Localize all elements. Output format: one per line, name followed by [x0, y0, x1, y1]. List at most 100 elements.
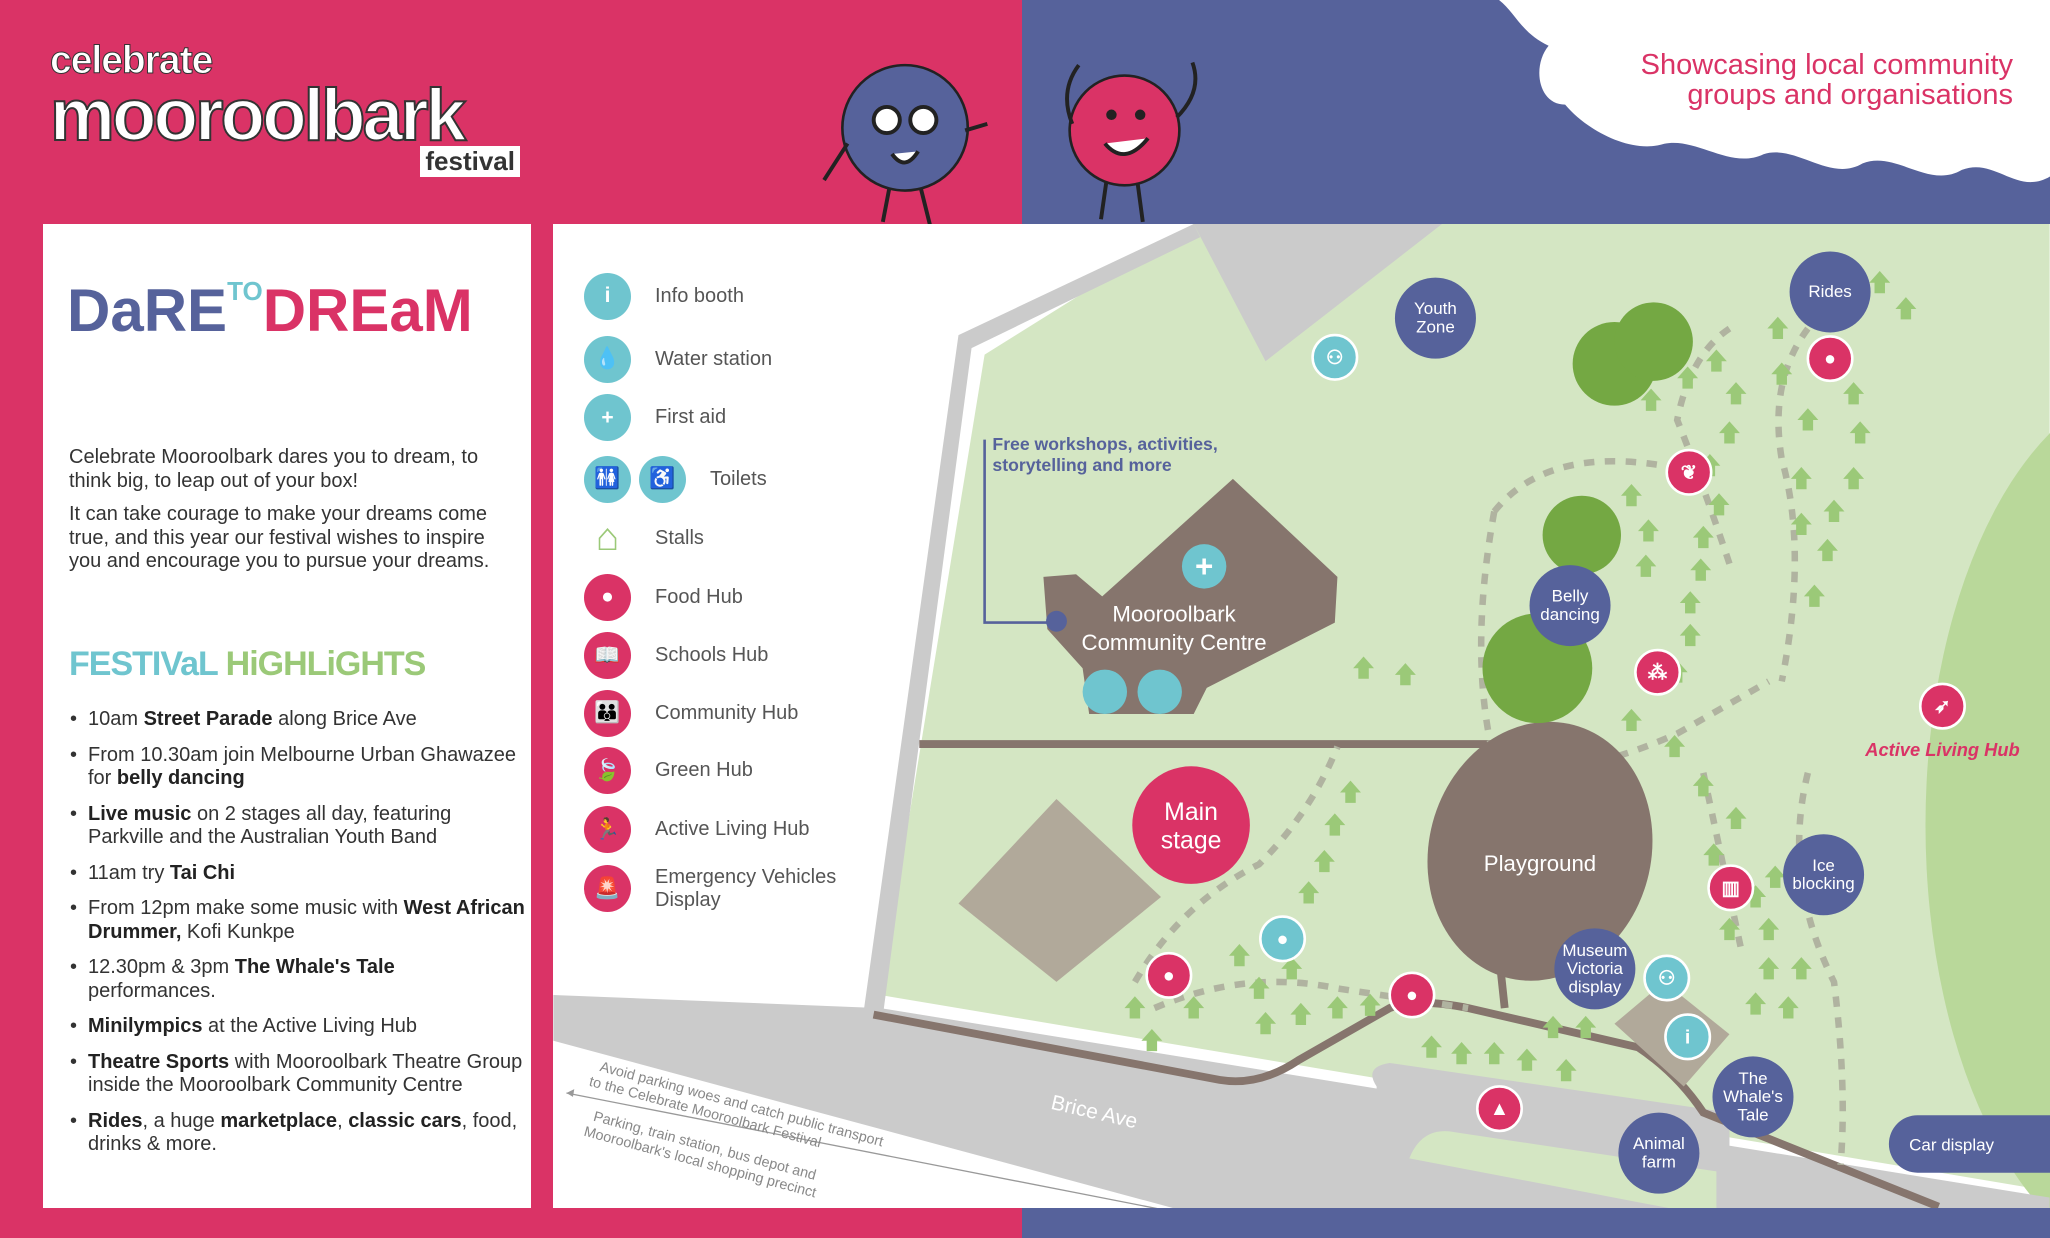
highlight-text: Tai Chi: [169, 861, 236, 884]
highlight-text: West African Drummer,: [88, 897, 525, 943]
toilets-icon[interactable]: ⚇: [1311, 333, 1359, 381]
location-rides[interactable]: Rides: [1789, 251, 1871, 333]
location-label: dancing: [1540, 605, 1599, 624]
grey-building: [958, 798, 1162, 982]
intro-paragraph: Celebrate Mooroolbark dares you to dream…: [69, 446, 479, 492]
book-icon: 📖: [584, 632, 631, 680]
stall-icon: [1758, 957, 1780, 980]
apple-icon[interactable]: ●: [1806, 335, 1854, 383]
dare-to-dream-title: DaRETODREaM: [67, 276, 473, 345]
celebrate-mooroolbark-logo: celebrate mooroolbark festival: [49, 39, 520, 177]
info-panel: DaRETODREaM Celebrate Mooroolbark dares …: [43, 224, 531, 1208]
highlight-item: From 12pm make some music with West Afri…: [67, 897, 525, 944]
apple-icon[interactable]: ●: [1388, 971, 1436, 1019]
toilets-icon[interactable]: ⚇: [1643, 954, 1691, 1002]
runner-icon[interactable]: ➶: [1918, 682, 1966, 730]
stall-icon: [1895, 297, 1917, 320]
car-display-area[interactable]: [1888, 1115, 2050, 1173]
stall-icon: [1705, 349, 1727, 372]
stall-icon: [1340, 780, 1361, 803]
stall-icon: [1298, 881, 1320, 904]
highlight-text: 12.30pm & 3pm: [88, 956, 235, 978]
pink-mascot: [1065, 61, 1198, 223]
legend-item: 📖Schools Hub: [584, 632, 768, 680]
highlight-text: , food, drinks & more.: [88, 1109, 518, 1156]
main-stage[interactable]: [1132, 766, 1250, 884]
people-icon[interactable]: ⁂: [1634, 648, 1682, 696]
toilets-icon: 🚻: [584, 455, 631, 503]
legend-label: Food Hub: [655, 585, 743, 608]
location-label: farm: [1642, 1152, 1676, 1171]
stall-icon: [1141, 1028, 1163, 1052]
main-stage-label: Main: [1164, 799, 1218, 826]
highlight-text: Minilympics: [88, 1015, 203, 1037]
festival-highlights-heading: FESTIVaL HiGHLiGHTS: [69, 645, 426, 684]
water-drop-icon[interactable]: ●: [1259, 915, 1307, 963]
side-road: [860, 224, 1201, 1037]
apple-icon[interactable]: ●: [1145, 951, 1193, 999]
highlight-text: along Brice Ave: [272, 708, 417, 730]
svg-text:Free workshops, activities,sto: Free workshops, activities,storytelling …: [992, 434, 1217, 475]
highlight-item: Rides, a huge marketplace, classic cars,…: [67, 1110, 525, 1157]
active-living-hub-label: Active Living Hub: [1864, 739, 2019, 760]
location-label: Zone: [1416, 317, 1455, 336]
stall-icon: [1635, 554, 1657, 577]
trees: [1482, 302, 1693, 724]
stall-icon: [1679, 591, 1701, 614]
water-drop-icon: 💧: [584, 335, 631, 383]
intro-text: Celebrate Mooroolbark dares you to dream…: [69, 446, 514, 584]
legend-item: ●Food Hub: [584, 573, 743, 621]
svg-text:❦: ❦: [1681, 462, 1697, 484]
runner-icon: 🏃: [584, 806, 631, 854]
highlight-text: Kofi Kunkpe: [181, 920, 295, 943]
highlight-text: performances.: [88, 979, 216, 1002]
stall-icon: [1790, 467, 1812, 490]
legend-label: Emergency Vehicles Display: [655, 865, 837, 911]
svg-text:+: +: [1195, 549, 1213, 584]
tagline-line: Showcasing local community: [1640, 49, 2013, 81]
book-icon[interactable]: ▥: [1707, 864, 1755, 912]
location-label: The: [1738, 1069, 1767, 1088]
tagline: Showcasing local community groups and or…: [1641, 50, 2013, 110]
highlight-text: on 2 stages all day, featuring Parkville…: [88, 802, 452, 849]
legend-label: Water station: [655, 347, 773, 370]
workshops-note: Free workshops, activities,: [992, 434, 1217, 454]
svg-text:●: ●: [1824, 348, 1836, 370]
legend-item: 💧 Water station: [584, 335, 773, 383]
siren-icon[interactable]: ▲: [1475, 1085, 1523, 1133]
workshop-marker: [1046, 610, 1067, 632]
stall-icon: [1664, 734, 1686, 758]
info-icon[interactable]: i: [1664, 1013, 1712, 1061]
location-label: Youth: [1414, 299, 1457, 318]
svg-text:●: ●: [1406, 985, 1418, 1007]
accessible-toilet-icon: [1137, 669, 1182, 715]
stall-icon: [1843, 382, 1865, 405]
main-stage-label: stage: [1161, 828, 1222, 855]
highlight-item: Live music on 2 stages all day, featurin…: [67, 803, 525, 850]
highlight-text: with Mooroolbark Theatre Group inside th…: [88, 1050, 523, 1097]
car-park: [1193, 224, 1442, 362]
location-label: Rides: [1808, 282, 1851, 301]
stall-icon: [1745, 885, 1767, 908]
stall-icon: [1290, 1002, 1312, 1026]
community-centre-label: Mooroolbark: [1112, 601, 1236, 626]
first-aid-cross-icon: +: [584, 394, 631, 442]
leaf-icon[interactable]: ❦: [1665, 448, 1713, 496]
blue-mascot: [822, 63, 988, 231]
location-label: Whale's: [1723, 1087, 1783, 1106]
location-label: Belly: [1552, 587, 1589, 606]
svg-text:▲: ▲: [1490, 1098, 1509, 1120]
siren-icon: 🚨: [584, 865, 631, 913]
playground-label: Playground: [1484, 851, 1596, 876]
highlight-text: classic cars: [348, 1109, 462, 1132]
